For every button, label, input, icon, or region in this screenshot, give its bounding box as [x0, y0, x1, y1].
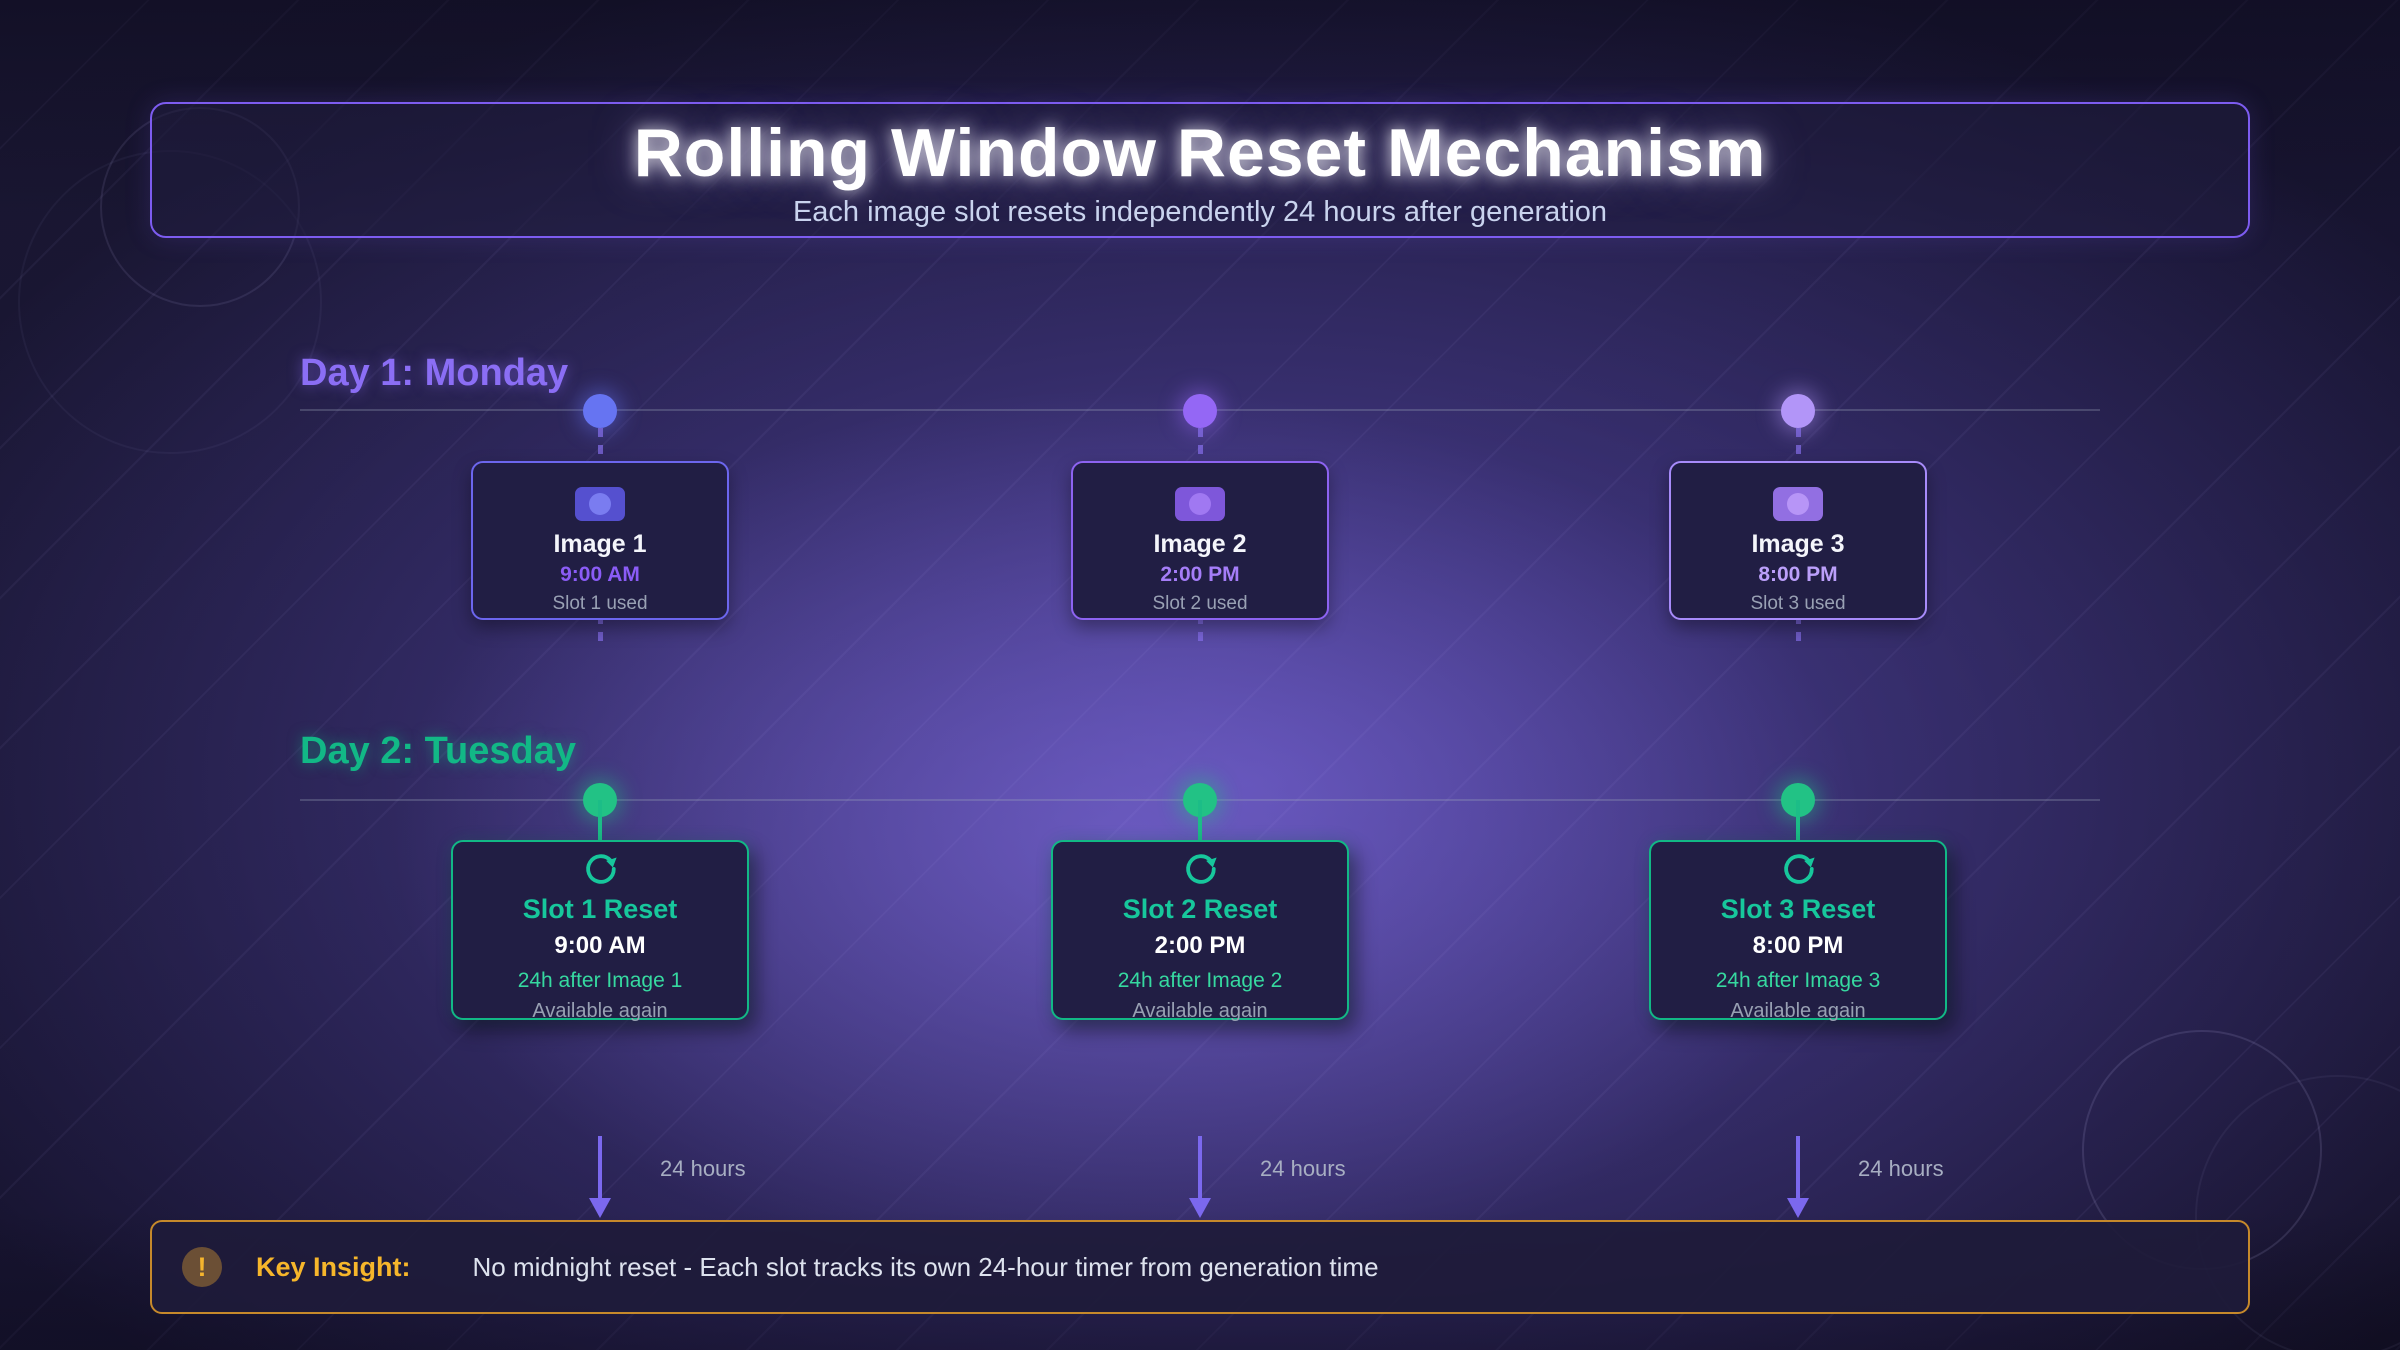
card-time: 9:00 AM — [560, 563, 640, 586]
card-time: 2:00 PM — [1160, 563, 1240, 586]
image-icon — [1175, 487, 1225, 521]
timer-arrowhead-2 — [1189, 1198, 1211, 1218]
timer-arrow-2 — [1198, 1136, 1202, 1200]
day2-connector-1 — [598, 800, 602, 842]
day1-timeline-dot-3 — [1781, 394, 1815, 428]
card-caption: Available again — [1132, 1000, 1268, 1022]
day2-connector-3 — [1796, 800, 1800, 842]
refresh-icon — [1186, 854, 1217, 884]
key-insight-banner: ! Key Insight: No midnight reset - Each … — [150, 1220, 2250, 1314]
image-icon — [1773, 487, 1823, 521]
header-panel: Rolling Window Reset Mechanism Each imag… — [150, 102, 2250, 238]
timer-arrow-1 — [598, 1136, 602, 1200]
card-title: Slot 2 Reset — [1122, 894, 1278, 924]
day2-connector-2 — [1198, 800, 1202, 842]
card-time: 8:00 PM — [1758, 563, 1838, 586]
card-title: Slot 1 Reset — [522, 894, 678, 924]
day1-timeline-dot-2 — [1183, 394, 1217, 428]
image-icon-dot — [1189, 493, 1211, 515]
card-caption: Slot 2 used — [1152, 593, 1248, 614]
day2-heading: Day 2: Tuesday — [300, 730, 576, 772]
timer-label-2: 24 hours — [1260, 1156, 1346, 1181]
image-3-card: Image 3 8:00 PM Slot 3 used — [1669, 461, 1927, 620]
card-caption: Available again — [532, 1000, 668, 1022]
card-title: Image 1 — [553, 530, 647, 558]
timer-arrow-3 — [1796, 1136, 1800, 1200]
slot-1-reset-card: Slot 1 Reset 9:00 AM 24h after Image 1 A… — [451, 840, 749, 1022]
card-title: Image 3 — [1751, 530, 1845, 558]
slot-2-reset-card: Slot 2 Reset 2:00 PM 24h after Image 2 A… — [1051, 840, 1349, 1022]
image-icon — [575, 487, 625, 521]
key-insight-text: No midnight reset - Each slot tracks its… — [472, 1251, 1379, 1282]
card-caption: Slot 1 used — [552, 593, 648, 614]
timer-arrowhead-3 — [1787, 1198, 1809, 1218]
card-title: Image 2 — [1153, 530, 1247, 558]
image-2-card: Image 2 2:00 PM Slot 2 used — [1071, 461, 1329, 620]
day1-timeline-dot-1 — [583, 394, 617, 428]
exclamation-icon: ! — [182, 1247, 222, 1287]
refresh-icon — [586, 854, 617, 884]
card-title: Slot 3 Reset — [1720, 894, 1876, 924]
card-note: 24h after Image 3 — [1715, 969, 1881, 992]
card-time: 9:00 AM — [554, 932, 646, 959]
card-time: 8:00 PM — [1752, 932, 1844, 959]
page-subtitle: Each image slot resets independently 24 … — [792, 196, 1608, 228]
timer-arrowhead-1 — [589, 1198, 611, 1218]
card-note: 24h after Image 2 — [1117, 969, 1283, 992]
timer-label-1: 24 hours — [660, 1156, 746, 1181]
timer-label-3: 24 hours — [1858, 1156, 1944, 1181]
image-icon-dot — [589, 493, 611, 515]
day1-heading: Day 1: Monday — [300, 352, 569, 394]
page-title: Rolling Window Reset Mechanism — [633, 115, 1767, 191]
key-insight-label: Key Insight: — [256, 1251, 411, 1282]
image-icon-dot — [1787, 493, 1809, 515]
card-note: 24h after Image 1 — [517, 969, 683, 992]
image-1-card: Image 1 9:00 AM Slot 1 used — [471, 461, 729, 620]
card-caption: Slot 3 used — [1750, 593, 1846, 614]
refresh-icon — [1784, 854, 1815, 884]
slot-3-reset-card: Slot 3 Reset 8:00 PM 24h after Image 3 A… — [1649, 840, 1947, 1022]
card-caption: Available again — [1730, 1000, 1866, 1022]
card-time: 2:00 PM — [1154, 932, 1246, 959]
